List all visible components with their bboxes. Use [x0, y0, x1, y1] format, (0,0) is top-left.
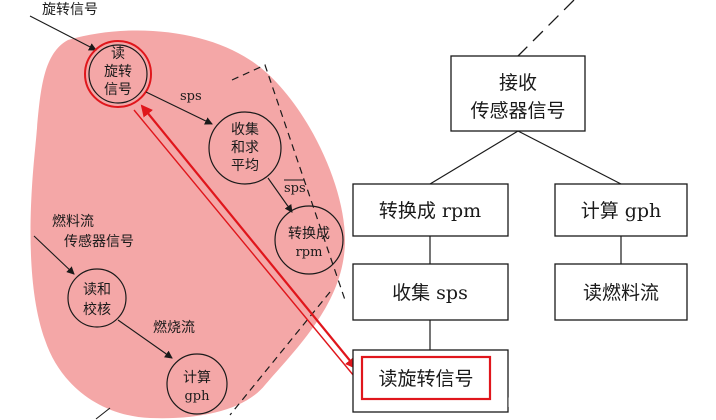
structure-edges: [429, 130, 622, 350]
bubble-compute-gph: 计算 gph: [166, 353, 228, 415]
bubble-read-rotation-line3: 信号: [104, 82, 132, 98]
bubble-read-verify-line2: 校核: [83, 301, 111, 318]
fuel-input-label-line1: 燃料流: [52, 213, 94, 230]
input-arrow-rotation: [29, 15, 97, 51]
read-rotation-highlight-box: [360, 355, 492, 401]
edge-fuel-label: 燃烧流: [153, 319, 195, 336]
convert-rpm-label: 转换成 rpm: [379, 200, 481, 222]
structure-compute-gph: 计算 gph: [554, 183, 688, 237]
bubble-read-verify-line1: 读和: [83, 281, 111, 298]
read-rotation-label: 读旋转信号: [378, 368, 473, 390]
input-label-rotation: 旋转信号: [42, 2, 98, 18]
structure-root: 接收 传感器信号: [450, 55, 586, 132]
bubble-read-rotation-line2: 旋转: [104, 64, 132, 80]
bubble-convert-line1: 转换成: [288, 225, 330, 242]
root-line1: 接收: [499, 72, 537, 94]
bubble-collect-line2: 和求: [231, 140, 259, 156]
structure-convert-rpm: 转换成 rpm: [352, 183, 509, 237]
bubble-compute-line1: 计算: [183, 370, 211, 386]
watermark-text: https://blog.csdn.net/acceptedday: [507, 396, 713, 410]
incoming-dashed-edge: [517, 0, 575, 57]
bubble-compute-line2: gph: [184, 389, 210, 404]
fuel-input-label-line2: 传感器信号: [64, 233, 134, 250]
bubble-read-rotation-line1: 读: [111, 45, 125, 62]
bubble-convert-line2: rpm: [296, 245, 323, 260]
bubble-collect-line3: 平均: [231, 158, 259, 174]
structure-read-rotation: 读旋转信号: [352, 349, 509, 413]
bubble-read-rotation: 读 旋转 信号: [84, 40, 152, 108]
structure-read-fuel: 读燃料流: [554, 263, 688, 321]
edge-sps-label: sps: [180, 89, 202, 104]
collect-sps-label: 收集 sps: [392, 282, 468, 304]
read-fuel-label: 读燃料流: [583, 282, 659, 304]
mapping-arrow: [133, 104, 358, 377]
edge-sps-avg-label: sps: [284, 181, 306, 196]
bottom-left-arrow: [95, 407, 111, 420]
bubble-read-verify: 读和 校核: [67, 268, 127, 328]
bubble-collect-line1: 收集: [231, 121, 259, 138]
structure-collect-sps: 收集 sps: [352, 263, 509, 321]
root-line2: 传感器信号: [470, 100, 565, 122]
fuel-input-arrow: [33, 235, 75, 275]
compute-gph-label: 计算 gph: [581, 200, 662, 222]
